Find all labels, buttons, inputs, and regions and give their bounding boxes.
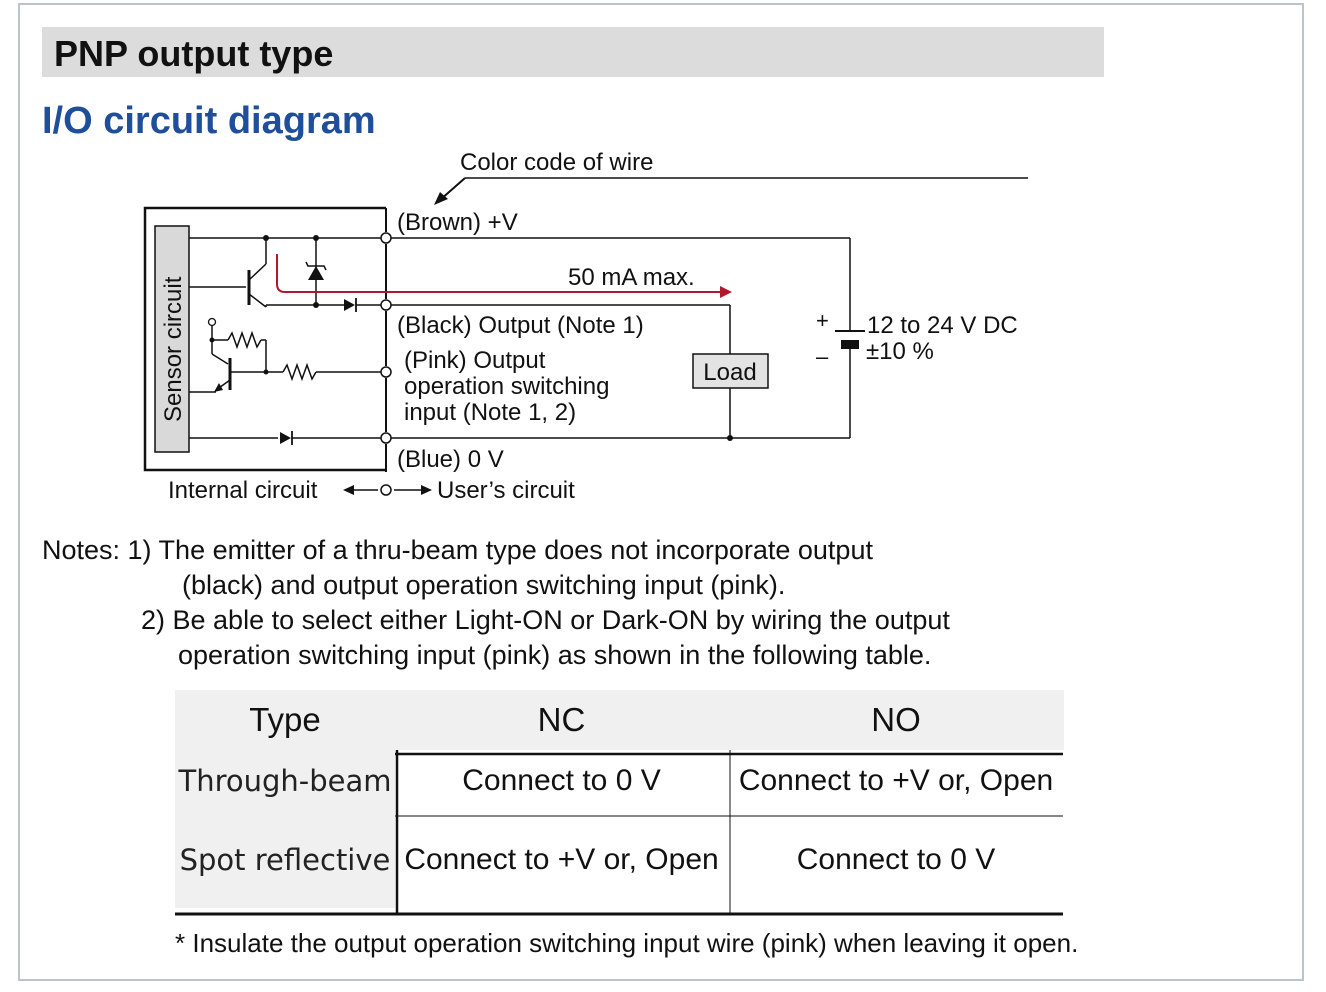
page-title: PNP output type xyxy=(54,33,334,74)
header-bar: PNP output type xyxy=(42,27,1104,77)
table-row: Through-beam Connect to 0 V Connect to +… xyxy=(175,750,1064,812)
cell-no: Connect to 0 V xyxy=(796,843,996,876)
note-1-line-2: (black) and output operation switching i… xyxy=(182,570,786,600)
terminal-blue xyxy=(380,432,392,444)
cell-nc: Connect to 0 V xyxy=(462,764,661,797)
header-type: Type xyxy=(175,690,395,750)
section-title: I/O circuit diagram xyxy=(42,100,376,142)
load-label: Load xyxy=(703,359,756,386)
header-no: NO xyxy=(728,690,1064,750)
current-arrowhead xyxy=(720,286,732,298)
current-flow-arrow xyxy=(276,254,722,293)
cell-nc: Connect to +V or, Open xyxy=(404,843,719,876)
pink-label-line-1: (Pink) Output xyxy=(404,347,546,374)
table-header-row: Type NC NO xyxy=(175,690,1064,750)
cell-no: Connect to +V or, Open xyxy=(738,764,1054,797)
brown-label: (Brown) +V xyxy=(397,209,518,236)
table-row: Spot reflective Connect to +V or, Open C… xyxy=(175,812,1064,908)
internal-circuit-box xyxy=(143,206,386,472)
footnote: * Insulate the output operation switchin… xyxy=(175,928,1079,958)
terminal-brown xyxy=(380,232,392,244)
pink-label-line-3: input (Note 1, 2) xyxy=(404,399,576,426)
terminal-black xyxy=(380,299,392,311)
resistor-icon xyxy=(282,362,317,382)
blue-label: (Blue) 0 V xyxy=(397,446,504,473)
supply-voltage-label: 12 to 24 V DC xyxy=(867,312,1018,339)
note-2-line-1: 2) Be able to select either Light-ON or … xyxy=(141,605,950,635)
user-circuit-label: User’s circuit xyxy=(437,477,575,504)
wiring-selection-table: Type NC NO Through-beam Connect to 0 V C… xyxy=(175,690,1064,908)
note-2-line-2: operation switching input (pink) as show… xyxy=(178,640,932,670)
black-label: (Black) Output (Note 1) xyxy=(397,312,644,339)
load-box xyxy=(692,353,769,389)
pink-label-line-2: operation switching xyxy=(404,373,609,400)
current-label: 50 mA max. xyxy=(568,264,695,291)
resistor-icon xyxy=(227,330,262,350)
terminal-pink xyxy=(380,366,392,378)
output-diode-icon xyxy=(344,299,355,311)
boundary-node xyxy=(380,484,392,496)
zener-diode-icon xyxy=(308,266,324,280)
plus-sign: + xyxy=(816,308,829,333)
note-1-line-1: Notes: 1) The emitter of a thru-beam typ… xyxy=(42,535,873,565)
pink-input-node xyxy=(207,317,217,327)
supply-tolerance-label: ±10 % xyxy=(866,338,934,365)
color-code-label: Color code of wire xyxy=(460,149,653,176)
ground-diode-icon xyxy=(280,432,291,444)
row-type-through-beam: Through-beam xyxy=(175,750,395,812)
sensor-circuit-label: Sensor circuit xyxy=(160,276,187,422)
row-type-spot-reflective: Spot reflective xyxy=(175,812,395,908)
internal-circuit-label: Internal circuit xyxy=(168,477,318,504)
sensor-circuit-block xyxy=(154,225,190,453)
header-nc: NC xyxy=(395,690,728,750)
color-code-arrowhead xyxy=(434,192,448,205)
minus-sign: – xyxy=(816,344,829,369)
